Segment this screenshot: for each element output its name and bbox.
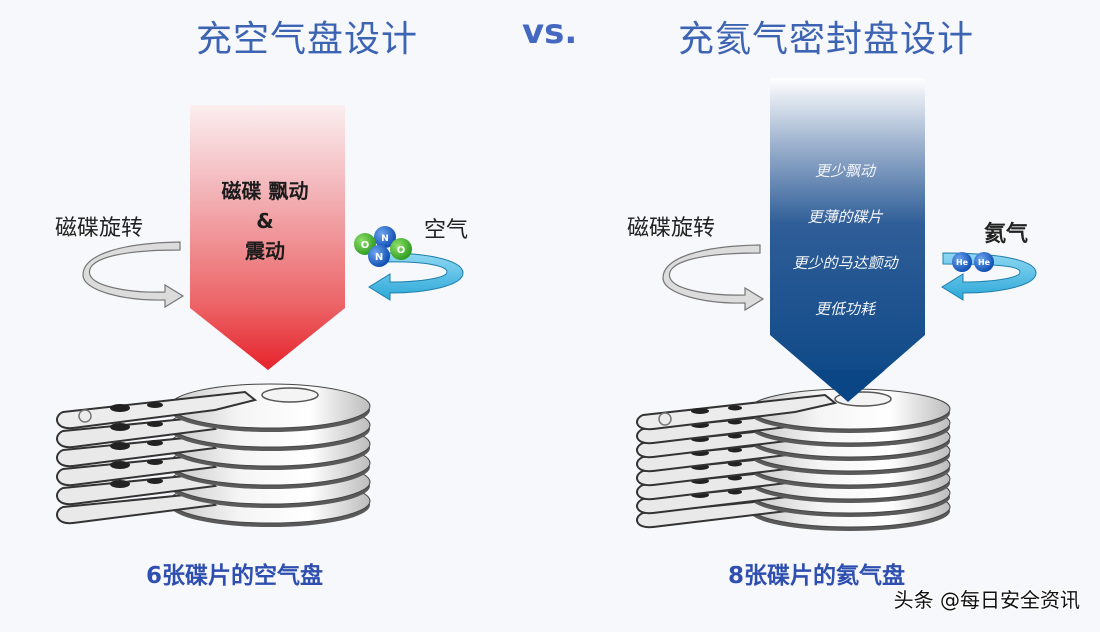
- svg-text:O: O: [397, 245, 406, 256]
- left-gas-label: 空气: [424, 218, 469, 243]
- svg-text:N: N: [375, 252, 383, 263]
- right-caption: 8张碟片的氦气盘: [728, 563, 906, 589]
- left-rotation-arrow-icon: [82, 241, 185, 309]
- less-motor-vibration-text: 更少的马达颤动: [792, 254, 898, 272]
- thinner-platters-text: 更薄的碟片: [807, 208, 883, 226]
- air-molecules-icon: O O N N: [354, 226, 412, 267]
- svg-text:He: He: [978, 258, 991, 267]
- right-title: 充氦气密封盘设计: [678, 19, 975, 60]
- eight-platter-stack-icon: [636, 388, 951, 531]
- blue-arrow-text: 更少飘动 更薄的碟片 更少的马达颤动 更低功耗: [765, 148, 925, 332]
- right-gas-label: 氦气: [984, 222, 1029, 247]
- air-flow-arrow-icon: [368, 252, 464, 301]
- left-title: 充空气盘设计: [196, 19, 419, 60]
- flutter-text: 磁碟 飘动: [221, 179, 309, 203]
- watermark: 头条 @每日安全资讯: [893, 588, 1080, 612]
- vs-label: vs.: [522, 12, 578, 52]
- svg-text:N: N: [381, 234, 389, 244]
- right-rotation-arrow-icon: [662, 244, 765, 312]
- helium-flow-arrow-icon: [941, 252, 1037, 301]
- red-arrow-text: 磁碟 飘动 & 震动: [185, 176, 345, 266]
- less-flutter-text: 更少飘动: [814, 162, 875, 180]
- six-platter-stack-icon: [56, 383, 371, 527]
- ampersand-text: &: [256, 209, 274, 233]
- svg-text:O: O: [361, 240, 370, 251]
- left-rotation-label: 磁碟旋转: [55, 216, 144, 241]
- left-caption: 6张碟片的空气盘: [146, 563, 324, 589]
- helium-atoms-icon: He He: [952, 252, 994, 272]
- vibration-text: 震动: [245, 239, 285, 263]
- svg-text:He: He: [956, 258, 969, 267]
- right-rotation-label: 磁碟旋转: [627, 216, 716, 241]
- lower-power-text: 更低功耗: [814, 300, 875, 318]
